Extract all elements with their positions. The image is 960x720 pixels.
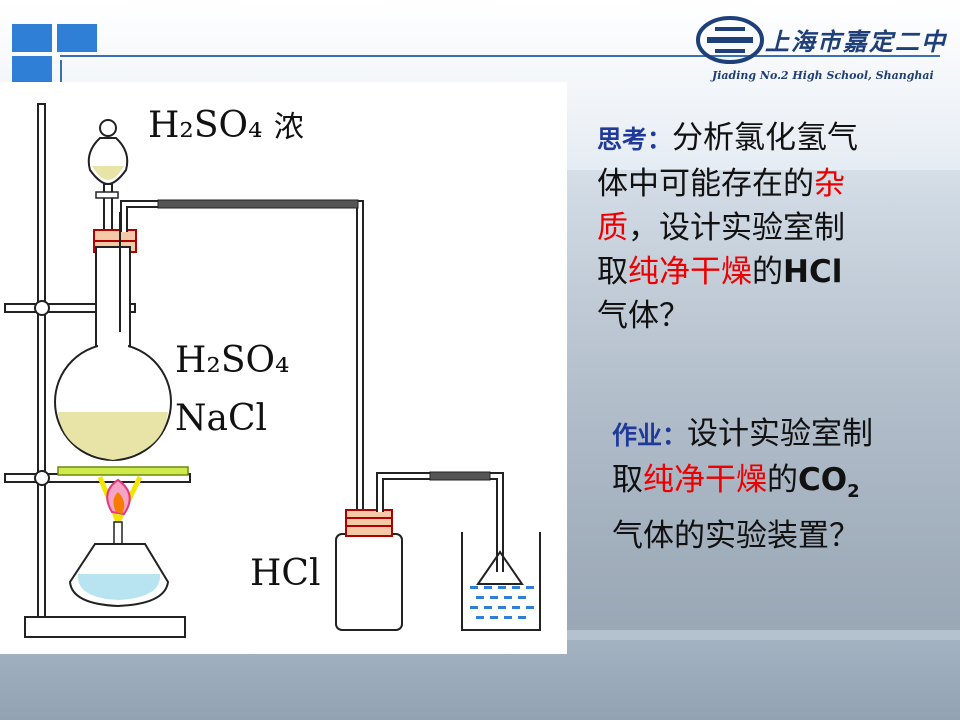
gas-collecting-bottle xyxy=(335,471,504,631)
decorative-squares xyxy=(12,24,97,82)
highlight-pure-dry: 纯净干燥 xyxy=(628,254,752,290)
highlight-impurity: 杂质 xyxy=(597,166,845,246)
homework-highlight: 纯净干燥 xyxy=(643,462,767,498)
label-hcl-bottle: HCl xyxy=(250,553,321,594)
label-flask-nacl: NaCl xyxy=(175,398,268,439)
hcl-preparation-apparatus xyxy=(4,103,541,638)
wire-gauze xyxy=(57,466,189,476)
formula-co2: CO2 xyxy=(798,462,860,503)
delivery-tube xyxy=(120,199,364,522)
label-flask-acid: H₂SO₄ xyxy=(175,340,290,381)
school-name-en: Jiading No.2 High School, Shanghai xyxy=(712,69,934,82)
header-rule xyxy=(60,55,940,57)
homework-text: 作业：设计实验室制取纯净干燥的CO2气体的实验装置？ xyxy=(612,416,874,555)
label-concentrated-acid: H₂SO₄ 浓 xyxy=(148,105,304,146)
school-logo-emblem xyxy=(696,16,764,64)
question-text: 思考：分析氯化氢气体中可能存在的杂质，设计实验室制取纯净干燥的HCl气体？ xyxy=(597,120,859,334)
iron-stand xyxy=(4,103,191,638)
background-building xyxy=(560,170,960,630)
alcohol-lamp xyxy=(68,475,170,608)
homework-keyword: 作业： xyxy=(612,421,688,450)
round-bottom-flask xyxy=(54,212,172,461)
header-rule-vertical xyxy=(60,60,62,82)
formula-hcl: HCl xyxy=(783,254,843,290)
school-name-cn: 上海市嘉定二中 xyxy=(765,27,947,56)
question-keyword: 思考： xyxy=(597,125,673,154)
absorption-beaker xyxy=(461,532,541,631)
